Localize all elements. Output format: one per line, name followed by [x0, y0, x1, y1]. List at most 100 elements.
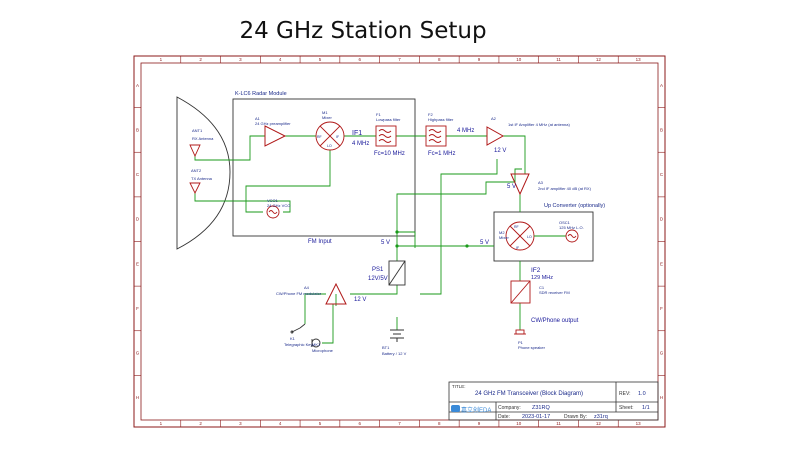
osc1-name: 125 MHz L.O.: [559, 225, 584, 230]
battery-icon: [390, 329, 404, 342]
m2-port-rf: RF: [514, 225, 519, 229]
osc1-ref: OSC1: [559, 220, 571, 225]
a3-supply: 5 V: [507, 184, 516, 190]
frame-column-number: 5: [319, 421, 322, 426]
upconv-5v-label: 5 V: [480, 240, 489, 246]
frame-column-number: 10: [516, 57, 522, 62]
frame-column-number: 12: [596, 57, 602, 62]
frame-row-letter: G: [136, 351, 140, 356]
frame-row-letter: D: [136, 217, 140, 222]
if2-net: IF2: [531, 267, 541, 274]
c1-name: SDR receiver FM: [539, 290, 570, 295]
ant1-name: RX Antenna: [192, 136, 214, 141]
amplifier-symbol: [510, 173, 530, 196]
antenna-housing: [176, 96, 231, 250]
frame-column-number: 6: [358, 421, 361, 426]
frame-column-number: 4: [279, 57, 282, 62]
m2-name: Mixer: [499, 235, 509, 240]
p1-name: Phone speaker: [518, 345, 546, 350]
a2-ref: A2: [491, 116, 497, 121]
frame-column-number: 7: [398, 421, 401, 426]
frame-column-number: 9: [478, 421, 481, 426]
frame-column-number: 2: [199, 57, 202, 62]
fm-input-label: FM Input: [308, 239, 332, 245]
module-title: K-LC6 Radar Module: [235, 91, 287, 97]
a3-ref: A3: [538, 180, 544, 185]
mk1-name: Microphone: [312, 348, 334, 353]
frame-column-number: 7: [398, 57, 401, 62]
tb-date-value: 2023-01-17: [522, 414, 550, 420]
m1-name: Mixer: [322, 115, 332, 120]
ps1-ref: PS1: [372, 267, 384, 273]
if2-freq: 129 MHz: [531, 275, 553, 281]
lowpass-filter-symbol: [375, 125, 397, 147]
frame-row-letter: E: [136, 261, 139, 266]
frame-column-number: 3: [239, 421, 242, 426]
frame-column-number: 6: [358, 57, 361, 62]
frame-column-number: 3: [239, 57, 242, 62]
m1-port-rf: RF: [317, 135, 322, 139]
tb-company-label: Company:: [498, 405, 521, 411]
logo-text: 嘉立创EDA: [461, 406, 491, 414]
a4-name: CW/Phone FM modulator: [276, 291, 322, 296]
a4-ref: A4: [304, 285, 310, 290]
tb-title-label: TITLE:: [452, 384, 466, 389]
m1-port-if: IF: [336, 135, 339, 139]
tb-date-label: Date:: [498, 414, 510, 420]
c1-ref: C1: [539, 285, 545, 290]
frame-column-number: 1: [160, 421, 163, 426]
frame-row-letter: H: [660, 395, 663, 400]
frame-column-number: 5: [319, 57, 322, 62]
frame-column-number: 12: [596, 421, 602, 426]
title-block: [448, 381, 659, 421]
frame-column-number: 8: [438, 57, 441, 62]
antenna-symbol: [189, 144, 201, 195]
radar-module-box: K-LC6 Radar Module: [232, 91, 416, 237]
f1-name: Lowpass filter: [376, 117, 401, 122]
vco1-ref: VCO1: [267, 198, 279, 203]
vco1-name: 24 GHz VCO: [267, 203, 290, 208]
wires: [194, 135, 526, 344]
frame-row-letter: B: [136, 127, 139, 132]
frame-row-letter: A: [136, 83, 139, 88]
m2-port-if: IF: [516, 246, 519, 250]
ant1-ref: ANT1: [192, 128, 203, 133]
frame-column-number: 11: [556, 57, 561, 62]
m1-port-lo: LO: [327, 144, 332, 148]
ant2-ref: ANT2: [191, 168, 202, 173]
a3-name: 2nd IF amplifier 40 dB (at RX): [538, 186, 592, 191]
f2-value: Fc=1 MHz: [428, 151, 456, 157]
if-4mhz-label: 4 MHz: [457, 128, 474, 134]
telegraph-key-icon: [290, 323, 306, 334]
upconverter-box: [493, 211, 594, 262]
mk1-ref: MK1: [312, 342, 321, 347]
if1-net: IF1: [352, 130, 362, 137]
highpass-filter-symbol: [425, 125, 447, 147]
slide-title: 24 GHz Station Setup: [239, 18, 487, 44]
bt1-name: Battery / 12 V: [382, 351, 407, 356]
frame-column-number: 9: [478, 57, 481, 62]
a1-ref: A1: [255, 116, 261, 121]
f2-name: Highpass filter: [428, 117, 454, 122]
microphone-icon: [311, 338, 321, 348]
k1-name: Telegraphic Key: [284, 342, 312, 347]
oscillator-symbol: [565, 229, 579, 243]
tb-title-value: 24 GHz FM Transceiver (Block Diagram): [475, 391, 583, 397]
amplifier-symbol: [264, 125, 287, 147]
module-5v-label: 5 V: [381, 240, 390, 246]
if1-freq: 4 MHz: [352, 141, 369, 147]
m2-ref: M2: [499, 230, 505, 235]
frame-column-number: 11: [556, 421, 561, 426]
frame-row-letter: C: [660, 172, 664, 177]
frame-row-letter: C: [136, 172, 140, 177]
tb-rev-value: 1.0: [638, 391, 646, 397]
frame-row-letter: D: [660, 217, 664, 222]
ant2-name: TX Antenna: [191, 176, 213, 181]
frame-row-letter: E: [660, 261, 663, 266]
a1-name: 24 GHz preamplifier: [255, 121, 291, 126]
frame-column-number: 1: [160, 57, 163, 62]
speaker-icon: [514, 329, 526, 335]
f2-ref: F2: [428, 112, 433, 117]
